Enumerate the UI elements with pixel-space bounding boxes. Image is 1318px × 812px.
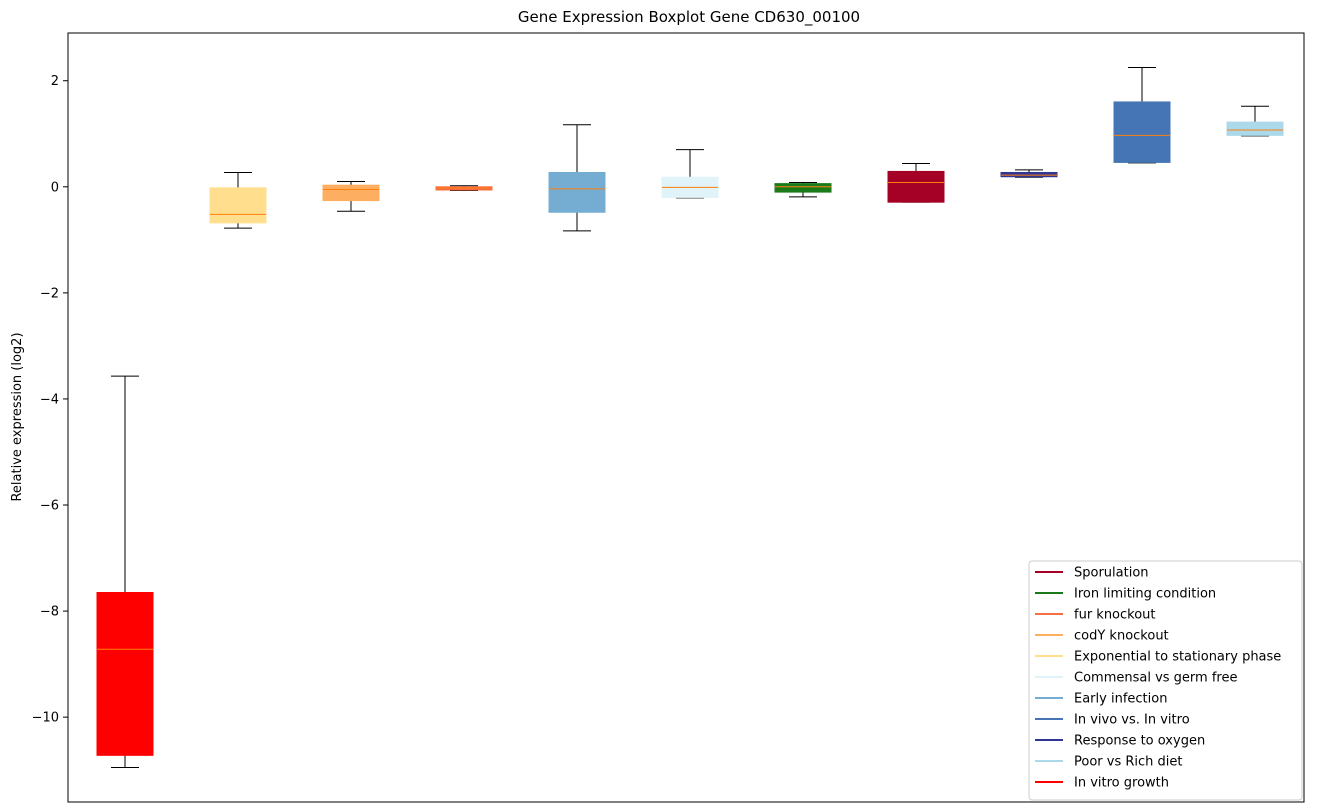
box-in-vitro-growth: [96, 375, 154, 769]
legend-frame: [1028, 560, 1303, 801]
box-sporulation: [887, 162, 945, 203]
box-body: [887, 170, 945, 203]
y-tick-label: −4: [40, 392, 59, 407]
box-poor-vs-rich-diet: [1226, 105, 1284, 137]
legend-label: Sporulation: [1074, 566, 1149, 581]
legend-label: Commensal vs germ free: [1074, 671, 1237, 686]
legend-item: Poor vs Rich diet: [1035, 755, 1182, 770]
box-body: [774, 183, 832, 193]
box-body: [1000, 171, 1058, 178]
legend-label: codY knockout: [1074, 629, 1169, 644]
legend-item: Early infection: [1035, 692, 1167, 707]
box-iron-limiting-condition: [774, 182, 832, 198]
plot-area: 2 0 −2 −4 −6 −8 −10: [32, 32, 1305, 803]
box-response-to-oxygen: [1000, 169, 1058, 178]
box-body: [548, 171, 606, 213]
legend-label: Iron limiting condition: [1074, 587, 1216, 602]
y-axis-label: Relative expression (log2): [10, 332, 25, 501]
legend-item: Commensal vs germ free: [1035, 671, 1237, 686]
legend-item: codY knockout: [1035, 629, 1169, 644]
legend-label: Poor vs Rich diet: [1074, 755, 1182, 770]
box-early-infection: [548, 124, 606, 232]
legend-item: Exponential to stationary phase: [1035, 650, 1281, 665]
y-tick-label: 2: [51, 74, 59, 89]
legend-item: Iron limiting condition: [1035, 587, 1216, 602]
y-tick-label: −10: [32, 711, 59, 726]
y-tick-label: −6: [40, 499, 59, 514]
legend-item: In vivo vs. In vitro: [1035, 713, 1190, 728]
box-body: [1113, 101, 1171, 163]
box-body: [96, 592, 154, 756]
box-in-vivo-vs-in-vitro: [1113, 66, 1171, 164]
legend-label: In vitro growth: [1074, 776, 1169, 791]
box-fur-knockout: [435, 185, 493, 192]
chart-title: Gene Expression Boxplot Gene CD630_00100: [518, 8, 860, 27]
box-body: [435, 186, 493, 191]
legend-label: In vivo vs. In vitro: [1074, 713, 1190, 728]
y-tick-label: 0: [51, 180, 59, 195]
legend-item: fur knockout: [1035, 608, 1156, 623]
box-cody-knockout: [322, 180, 380, 212]
box-body: [322, 184, 380, 202]
box-body: [209, 187, 267, 224]
box-commensal-vs-germ-free: [661, 149, 719, 199]
legend-label: fur knockout: [1074, 608, 1156, 623]
y-tick-label: −2: [40, 286, 59, 301]
legend-item: In vitro growth: [1035, 776, 1169, 791]
legend-label: Exponential to stationary phase: [1074, 650, 1281, 665]
legend-item: Response to oxygen: [1035, 734, 1205, 749]
box-exponential-to-stationary-phase: [209, 171, 267, 229]
axes-frame: [67, 32, 1305, 803]
legend-label: Response to oxygen: [1074, 734, 1205, 749]
y-tick-label: −8: [40, 605, 59, 620]
legend-item: Sporulation: [1035, 566, 1149, 581]
box-body: [1226, 121, 1284, 136]
legend-label: Early infection: [1074, 692, 1167, 707]
